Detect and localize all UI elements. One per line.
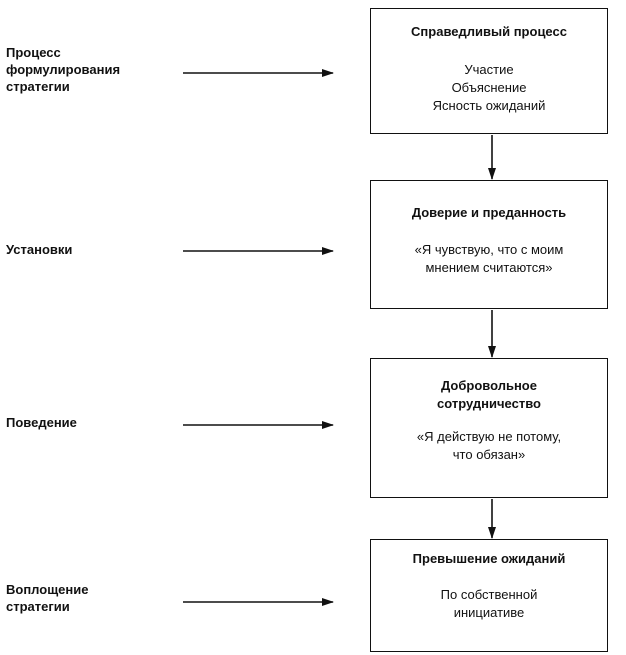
box-body-line: Объяснение: [451, 80, 527, 95]
box-body-line: Участие: [464, 62, 514, 77]
box-body: По собственной инициативе: [371, 586, 607, 622]
stage-label-line: Поведение: [6, 415, 77, 430]
box-fair-process: Справедливый процесс Участие Объяснение …: [370, 8, 608, 134]
box-title: Добровольное сотрудничество: [371, 377, 607, 413]
box-title-line: сотрудничество: [437, 396, 541, 411]
stage-label-attitudes: Установки: [6, 241, 156, 258]
box-body: «Я действую не потому, что обязан»: [371, 428, 607, 464]
box-exceeding-expectations: Превышение ожиданий По собственной иници…: [370, 539, 608, 652]
stage-label-line: Воплощение: [6, 582, 89, 597]
box-body-line: «Я чувствую, что с моим: [414, 242, 564, 257]
box-title: Доверие и преданность: [371, 204, 607, 222]
box-body-line: мнением считаются»: [425, 260, 553, 275]
box-title-line: Добровольное: [441, 378, 537, 393]
box-voluntary-cooperation: Добровольное сотрудничество «Я действую …: [370, 358, 608, 498]
stage-label-line: формулирования: [6, 62, 121, 77]
stage-label-line: Процесс: [6, 45, 61, 60]
box-title-line: Превышение ожиданий: [412, 551, 566, 566]
stage-label-strategy-formulation: Процесс формулирования стратегии: [6, 44, 156, 95]
box-trust-commitment: Доверие и преданность «Я чувствую, что с…: [370, 180, 608, 309]
stage-label-line: стратегии: [6, 599, 70, 614]
box-body-line: инициативе: [453, 605, 525, 620]
box-title: Справедливый процесс: [371, 23, 607, 41]
box-body-line: что обязан»: [452, 447, 526, 462]
box-title: Превышение ожиданий: [371, 550, 607, 568]
stage-label-execution: Воплощение стратегии: [6, 581, 156, 615]
box-body: Участие Объяснение Ясность ожиданий: [371, 61, 607, 115]
box-body-line: По собственной: [440, 587, 538, 602]
stage-label-line: Установки: [6, 242, 73, 257]
box-title-line: Справедливый процесс: [411, 24, 567, 39]
box-body: «Я чувствую, что с моим мнением считаютс…: [371, 241, 607, 277]
stage-label-behavior: Поведение: [6, 414, 156, 431]
box-body-line: «Я действую не потому,: [416, 429, 562, 444]
stage-label-line: стратегии: [6, 79, 70, 94]
box-body-line: Ясность ожиданий: [432, 98, 546, 113]
box-title-line: Доверие и преданность: [411, 205, 567, 220]
